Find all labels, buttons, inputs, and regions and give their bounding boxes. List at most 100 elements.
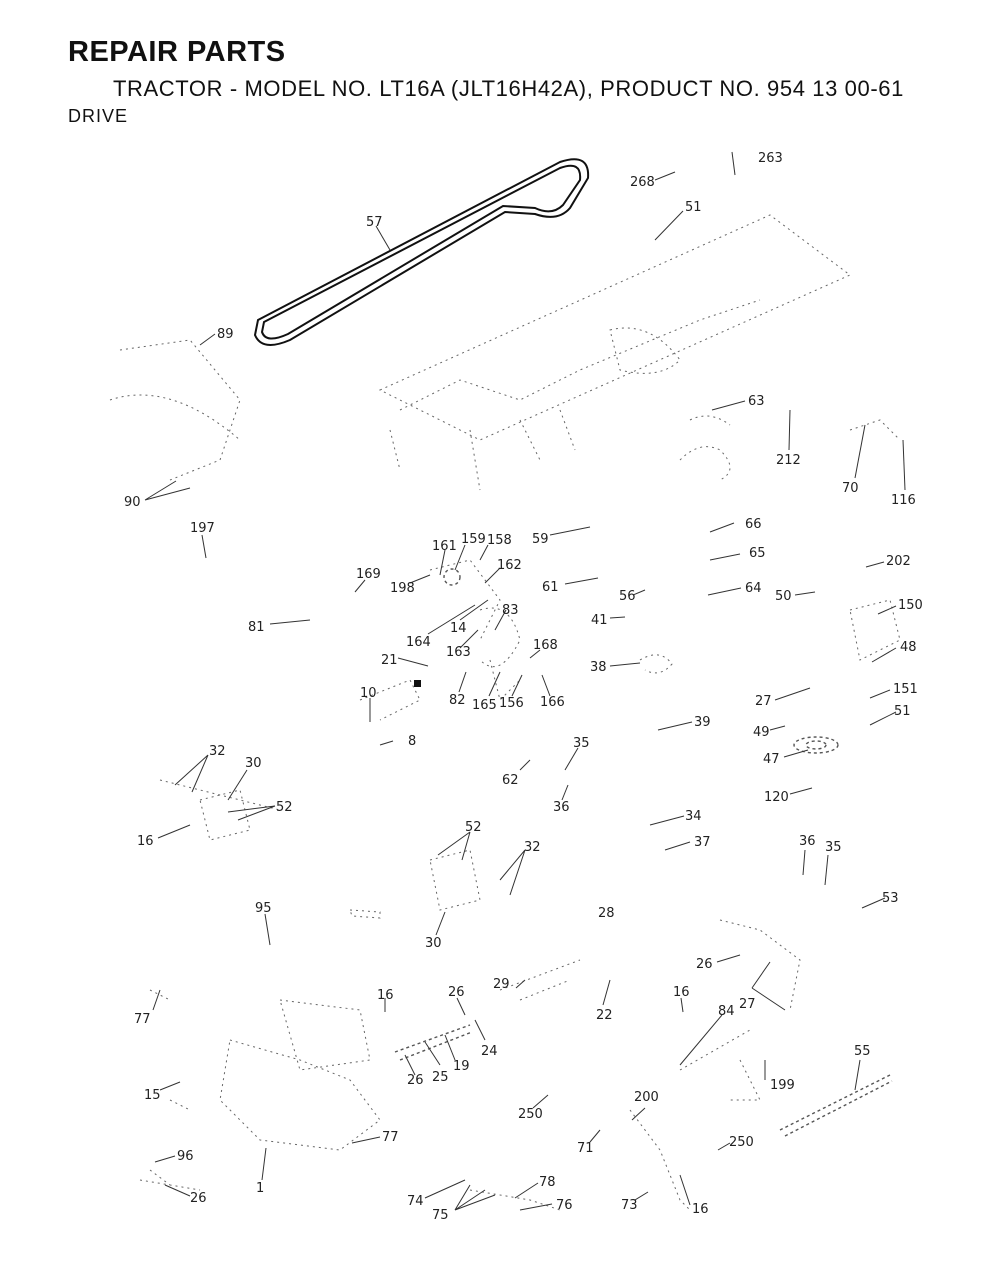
- callout-26d: 26: [190, 1191, 207, 1206]
- callout-30: 30: [245, 756, 262, 771]
- callout-35b: 35: [825, 840, 842, 855]
- callout-50: 50: [775, 589, 792, 604]
- callout-38: 38: [590, 660, 607, 675]
- callout-47: 47: [763, 752, 780, 767]
- callout-1: 1: [256, 1181, 264, 1196]
- callout-263: 263: [758, 151, 783, 166]
- callout-66: 66: [745, 517, 762, 532]
- callout-16: 16: [137, 834, 154, 849]
- callout-32b: 32: [524, 840, 541, 855]
- callout-73: 73: [621, 1198, 638, 1213]
- callout-169: 169: [356, 567, 381, 582]
- callout-83: 83: [502, 603, 519, 618]
- callout-199: 199: [770, 1078, 795, 1093]
- callout-75: 75: [432, 1208, 449, 1223]
- callout-81: 81: [248, 620, 265, 635]
- callout-166: 166: [540, 695, 565, 710]
- callout-90: 90: [124, 495, 141, 510]
- callout-57: 57: [366, 215, 383, 230]
- callout-150: 150: [898, 598, 923, 613]
- callout-56: 56: [619, 589, 636, 604]
- callout-59: 59: [532, 532, 549, 547]
- drive-belt-drawing: [253, 158, 590, 346]
- callout-78: 78: [539, 1175, 556, 1190]
- page-title: REPAIR PARTS: [68, 36, 286, 68]
- callout-62: 62: [502, 773, 519, 788]
- callout-77b: 77: [382, 1130, 399, 1145]
- callout-55: 55: [854, 1044, 871, 1059]
- callout-197: 197: [190, 521, 215, 536]
- callout-63: 63: [748, 394, 765, 409]
- callout-25: 25: [432, 1070, 449, 1085]
- callout-61: 61: [542, 580, 559, 595]
- callout-27b: 27: [739, 997, 756, 1012]
- callout-29: 29: [493, 977, 510, 992]
- callout-30b: 30: [425, 936, 442, 951]
- section-label: DRIVE: [68, 106, 129, 126]
- callout-15: 15: [144, 1088, 161, 1103]
- callout-37: 37: [694, 835, 711, 850]
- frame-drawing: [109, 214, 901, 491]
- callout-161: 161: [432, 539, 457, 554]
- model-subtitle: TRACTOR - MODEL NO. LT16A (JLT16H42A), P…: [113, 76, 904, 101]
- leader-lines: [144, 151, 906, 1211]
- callout-158: 158: [487, 533, 512, 548]
- callout-27: 27: [755, 694, 772, 709]
- callout-16d: 16: [692, 1202, 709, 1217]
- callout-151: 151: [893, 682, 918, 697]
- callout-21: 21: [381, 653, 398, 668]
- callout-64: 64: [745, 581, 762, 596]
- callout-96: 96: [177, 1149, 194, 1164]
- callout-52b: 52: [465, 820, 482, 835]
- callout-74: 74: [407, 1194, 424, 1209]
- callout-34: 34: [685, 809, 702, 824]
- callout-164: 164: [406, 635, 431, 650]
- callout-159: 159: [461, 532, 486, 547]
- callout-36: 36: [553, 800, 570, 815]
- callout-41: 41: [591, 613, 608, 628]
- callout-49: 49: [753, 725, 770, 740]
- callout-200: 200: [634, 1090, 659, 1105]
- callout-52: 52: [276, 800, 293, 815]
- callout-16b: 16: [377, 988, 394, 1003]
- callout-202: 202: [886, 554, 911, 569]
- callout-250b: 250: [729, 1135, 754, 1150]
- callout-26c: 26: [407, 1073, 424, 1088]
- callout-95: 95: [255, 901, 272, 916]
- callout-36b: 36: [799, 834, 816, 849]
- callout-77: 77: [134, 1012, 151, 1027]
- callout-35: 35: [573, 736, 590, 751]
- callout-19: 19: [453, 1059, 470, 1074]
- callout-32: 32: [209, 744, 226, 759]
- callout-82: 82: [449, 693, 466, 708]
- callout-10: 10: [360, 686, 377, 701]
- transaxle-drawing: [139, 779, 893, 1211]
- callout-24: 24: [481, 1044, 498, 1059]
- callout-250: 250: [518, 1107, 543, 1122]
- callout-156: 156: [499, 696, 524, 711]
- callout-26: 26: [696, 957, 713, 972]
- callout-22: 22: [596, 1008, 613, 1023]
- callout-76: 76: [556, 1198, 573, 1213]
- callout-39: 39: [694, 715, 711, 730]
- callout-48: 48: [900, 640, 917, 655]
- callout-168: 168: [533, 638, 558, 653]
- callout-labels: 263 268 51 57 89 63 212 70 116 90 197 59…: [124, 151, 923, 1223]
- callout-198: 198: [390, 581, 415, 596]
- callout-16c: 16: [673, 985, 690, 1000]
- callout-71: 71: [577, 1141, 594, 1156]
- callout-212: 212: [776, 453, 801, 468]
- callout-70: 70: [842, 481, 859, 496]
- callout-89: 89: [217, 327, 234, 342]
- callout-51b: 51: [894, 704, 911, 719]
- callout-26b: 26: [448, 985, 465, 1000]
- callout-268: 268: [630, 175, 655, 190]
- callout-116: 116: [891, 493, 916, 508]
- callout-65: 65: [749, 546, 766, 561]
- callout-84: 84: [718, 1004, 735, 1019]
- callout-163: 163: [446, 645, 471, 660]
- callout-28: 28: [598, 906, 615, 921]
- callout-165: 165: [472, 698, 497, 713]
- callout-8: 8: [408, 734, 416, 749]
